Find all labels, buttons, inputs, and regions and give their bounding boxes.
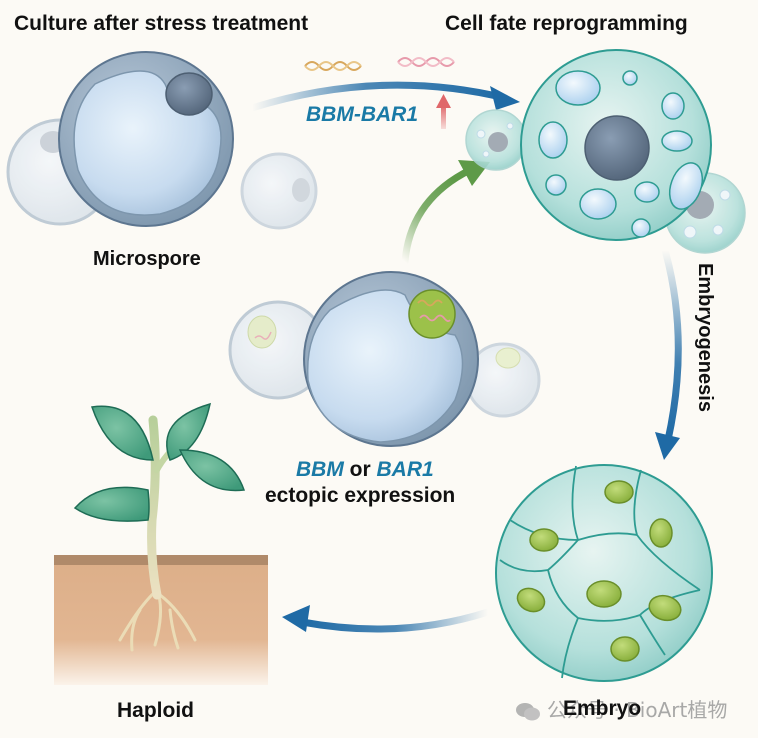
ectopic-cell-group: [228, 271, 541, 447]
stem: [147, 415, 162, 600]
conjunction-or: or: [349, 458, 371, 481]
embryo-nuclei: [516, 480, 682, 662]
label-embryogenesis: Embryogenesis: [694, 263, 716, 412]
arrow-embryogenesis: [655, 246, 682, 460]
label-embryo: Embryo: [563, 697, 642, 720]
gene-bar1: BAR1: [376, 458, 434, 481]
microspore-group: [6, 51, 318, 230]
arrow-to-reprogramming: [248, 81, 520, 112]
arrow-head: [655, 432, 680, 460]
reprogrammed-main-cell: [520, 49, 712, 241]
dna-helix-icon: [304, 61, 362, 71]
vacuoles: [538, 70, 704, 238]
label-ectopic-expression: ectopic expression: [265, 484, 456, 507]
watermark: 公众号 · BioArt植物: [515, 694, 727, 723]
reprogrammed-cell-group: [465, 49, 746, 254]
leaves: [73, 402, 246, 522]
arrow-head: [490, 86, 520, 110]
title-culture-after-stress: Culture after stress treatment: [14, 12, 309, 35]
title-cell-fate-reprogramming: Cell fate reprogramming: [445, 12, 688, 35]
microspore-main-cell: [58, 51, 234, 227]
label-microspore: Microspore: [93, 248, 201, 270]
wechat-icon: [516, 702, 540, 720]
soil-surface: [54, 555, 268, 565]
label-ectopic-genes: BBM or BAR1: [296, 458, 434, 482]
upregulation-arrow-icon: [436, 94, 451, 129]
gene-bbm: BBM: [296, 458, 344, 481]
haploid-plant: [54, 402, 268, 685]
label-bbm-bar1: BBM-BAR1: [306, 103, 418, 126]
arrow-to-haploid: [282, 605, 492, 633]
microspore-small-cell: [240, 152, 318, 230]
embryo: [495, 464, 713, 682]
ectopic-main-cell: [303, 271, 479, 447]
arrow-head: [282, 605, 310, 632]
small-cell-left: [465, 109, 527, 171]
ectopic-right-cell: [465, 342, 541, 418]
label-haploid: Haploid: [117, 699, 194, 722]
embryo-cell-walls: [499, 465, 701, 679]
arrow-ectopic-to-reprogramming: [401, 160, 490, 266]
ectopic-left-cell: [228, 300, 328, 400]
dna-helix-icon: [397, 57, 455, 67]
watermark-text: 公众号 · BioArt植物: [547, 698, 728, 722]
